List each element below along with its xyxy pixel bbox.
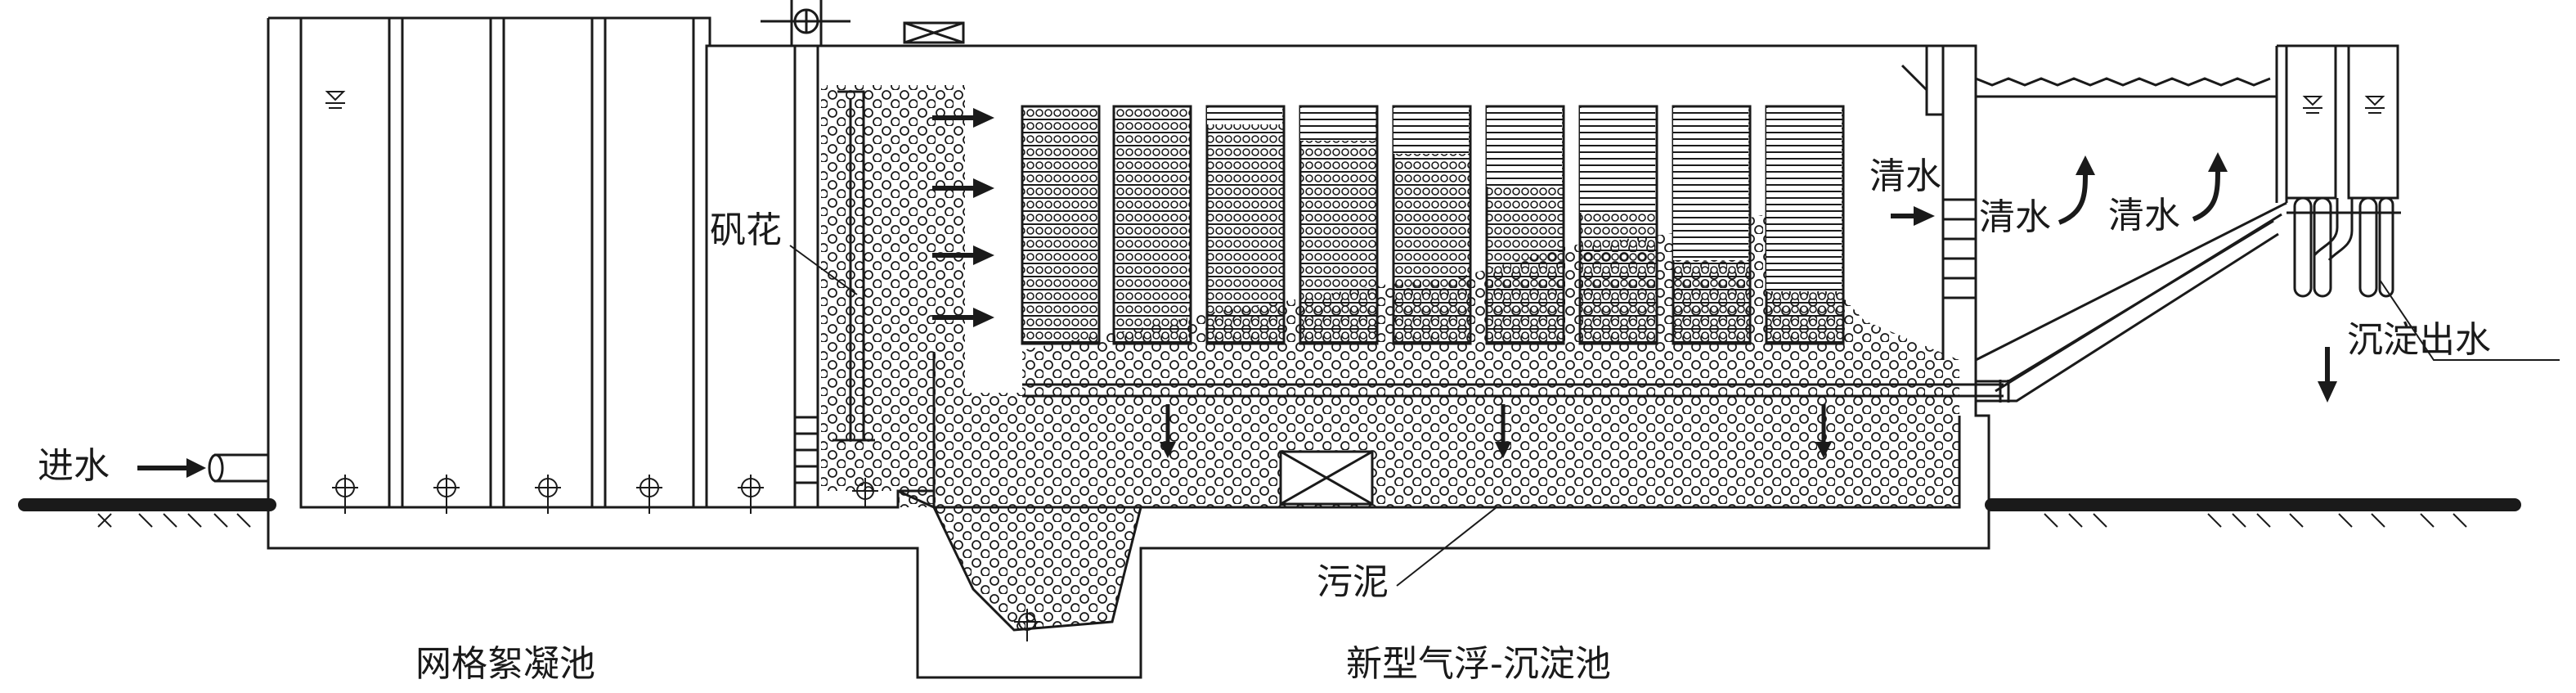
ground-left [18,498,276,528]
clear-water-zone [1901,44,2288,362]
label-clear-water-3: 清水 [2108,195,2180,236]
label-clear-water-2: 清水 [1979,196,2051,238]
gate-valve-icon [903,21,965,44]
label-clear-water-1: 清水 [1869,155,1941,197]
valve-icon [761,0,850,46]
label-alum-floc: 矾花 [710,209,782,251]
label-inlet: 进水 [38,445,110,487]
outlet-towers [2285,44,2401,298]
label-sludge: 污泥 [1317,561,1389,603]
sludge-down-arrows [1160,404,1832,458]
clear-water-arrows [1891,152,2228,226]
lamella-clear-top [1207,108,1842,291]
label-flotation-sedimentation-tank: 新型气浮-沉淀池 [1346,643,1611,685]
riser-diffuser-icon [852,478,878,507]
air-diffuser-icon [332,475,764,514]
flocculation-chambers [299,16,797,509]
text-labels: 进水 矾花 清水 清水 清水 沉淀出水 污泥 网格絮凝池 新型气浮-沉淀池 [38,155,2491,685]
hopper-diffuser-icon [1014,609,1040,641]
outlet-pipes [1976,213,2282,403]
label-settled-outlet: 沉淀出水 [2347,319,2491,361]
tower-water-level-icon [2302,96,2385,114]
inlet-pipe [208,453,268,483]
riser-pipe [793,46,819,507]
ground-right [1985,498,2521,528]
collector-pipe [1022,383,2004,506]
label-grid-flocculation-tank: 网格絮凝池 [415,643,595,685]
inner-riser [832,90,875,442]
leader-lines [789,245,2560,587]
inlet-arrow [137,458,206,478]
flow-arrow-icon [932,108,994,327]
outlet-down-arrow [2318,347,2337,403]
water-level-icon [325,91,346,109]
